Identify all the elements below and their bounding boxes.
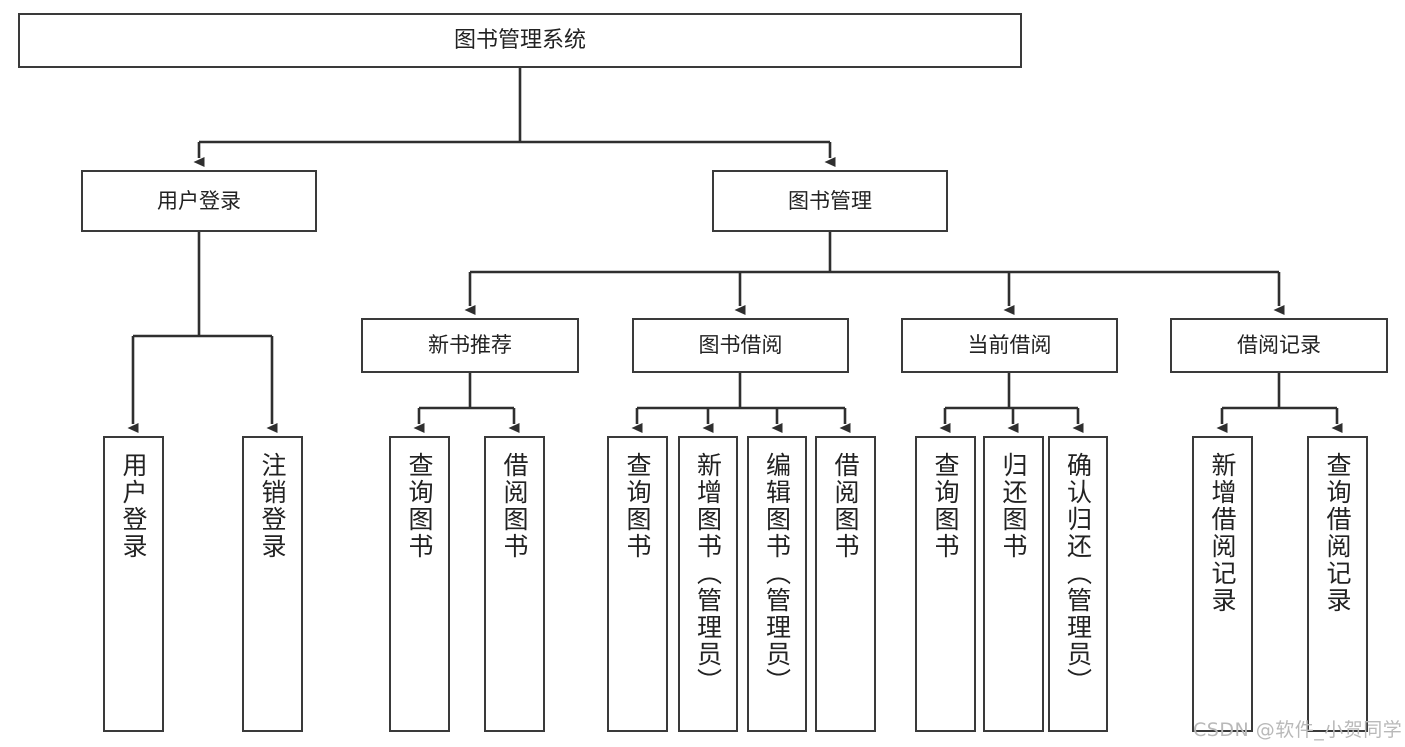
node-borrowing-record-label: 借阅记录 — [1237, 333, 1321, 358]
node-root[interactable]: 图书管理系统 — [18, 13, 1022, 68]
leaf-node-label: 借阅图书 — [500, 452, 529, 560]
leaf-node[interactable]: 新增图书（管理员） — [678, 436, 738, 732]
leaf-node[interactable]: 新增借阅记录 — [1192, 436, 1253, 732]
leaf-node[interactable]: 借阅图书 — [815, 436, 876, 732]
leaf-node-label: 借阅图书 — [831, 452, 860, 560]
leaf-node[interactable]: 用户登录 — [103, 436, 164, 732]
node-new-book-recommendation[interactable]: 新书推荐 — [361, 318, 579, 373]
node-borrowing-record[interactable]: 借阅记录 — [1170, 318, 1388, 373]
leaf-node-label: 用户登录 — [119, 452, 148, 560]
leaf-node[interactable]: 查询借阅记录 — [1307, 436, 1368, 732]
leaf-node-label: 新增借阅记录 — [1208, 452, 1237, 614]
leaf-node-label: 注销登录 — [258, 452, 287, 560]
leaf-node-label: 确认归还（管理员） — [1063, 452, 1093, 695]
node-book-management-label: 图书管理 — [788, 188, 872, 213]
node-root-label: 图书管理系统 — [453, 27, 586, 53]
node-current-borrowing-label: 当前借阅 — [967, 333, 1052, 358]
leaf-node[interactable]: 编辑图书（管理员） — [747, 436, 807, 732]
leaf-node-label: 查询图书 — [931, 452, 960, 560]
node-user-login-label: 用户登录 — [157, 188, 241, 213]
node-book-borrowing[interactable]: 图书借阅 — [632, 318, 849, 373]
leaf-node[interactable]: 借阅图书 — [484, 436, 545, 732]
node-new-book-recommendation-label: 新书推荐 — [428, 333, 512, 358]
leaf-node[interactable]: 注销登录 — [242, 436, 303, 732]
leaf-node-label: 新增图书（管理员） — [693, 452, 723, 695]
leaf-node[interactable]: 归还图书 — [983, 436, 1044, 732]
node-book-borrowing-label: 图书借阅 — [698, 333, 783, 358]
leaf-node[interactable]: 查询图书 — [915, 436, 976, 732]
leaf-node-label: 归还图书 — [999, 452, 1028, 560]
watermark: CSDN @软件_小贺同学 — [1193, 719, 1403, 741]
leaf-node[interactable]: 确认归还（管理员） — [1048, 436, 1108, 732]
node-user-login[interactable]: 用户登录 — [81, 170, 317, 232]
leaf-node[interactable]: 查询图书 — [607, 436, 668, 732]
leaf-node-label: 查询图书 — [405, 452, 434, 560]
leaf-node-label: 编辑图书（管理员） — [762, 452, 792, 695]
node-current-borrowing[interactable]: 当前借阅 — [901, 318, 1118, 373]
leaf-node[interactable]: 查询图书 — [389, 436, 450, 732]
node-book-management[interactable]: 图书管理 — [712, 170, 948, 232]
leaf-node-label: 查询借阅记录 — [1323, 452, 1352, 614]
leaf-node-label: 查询图书 — [623, 452, 652, 560]
